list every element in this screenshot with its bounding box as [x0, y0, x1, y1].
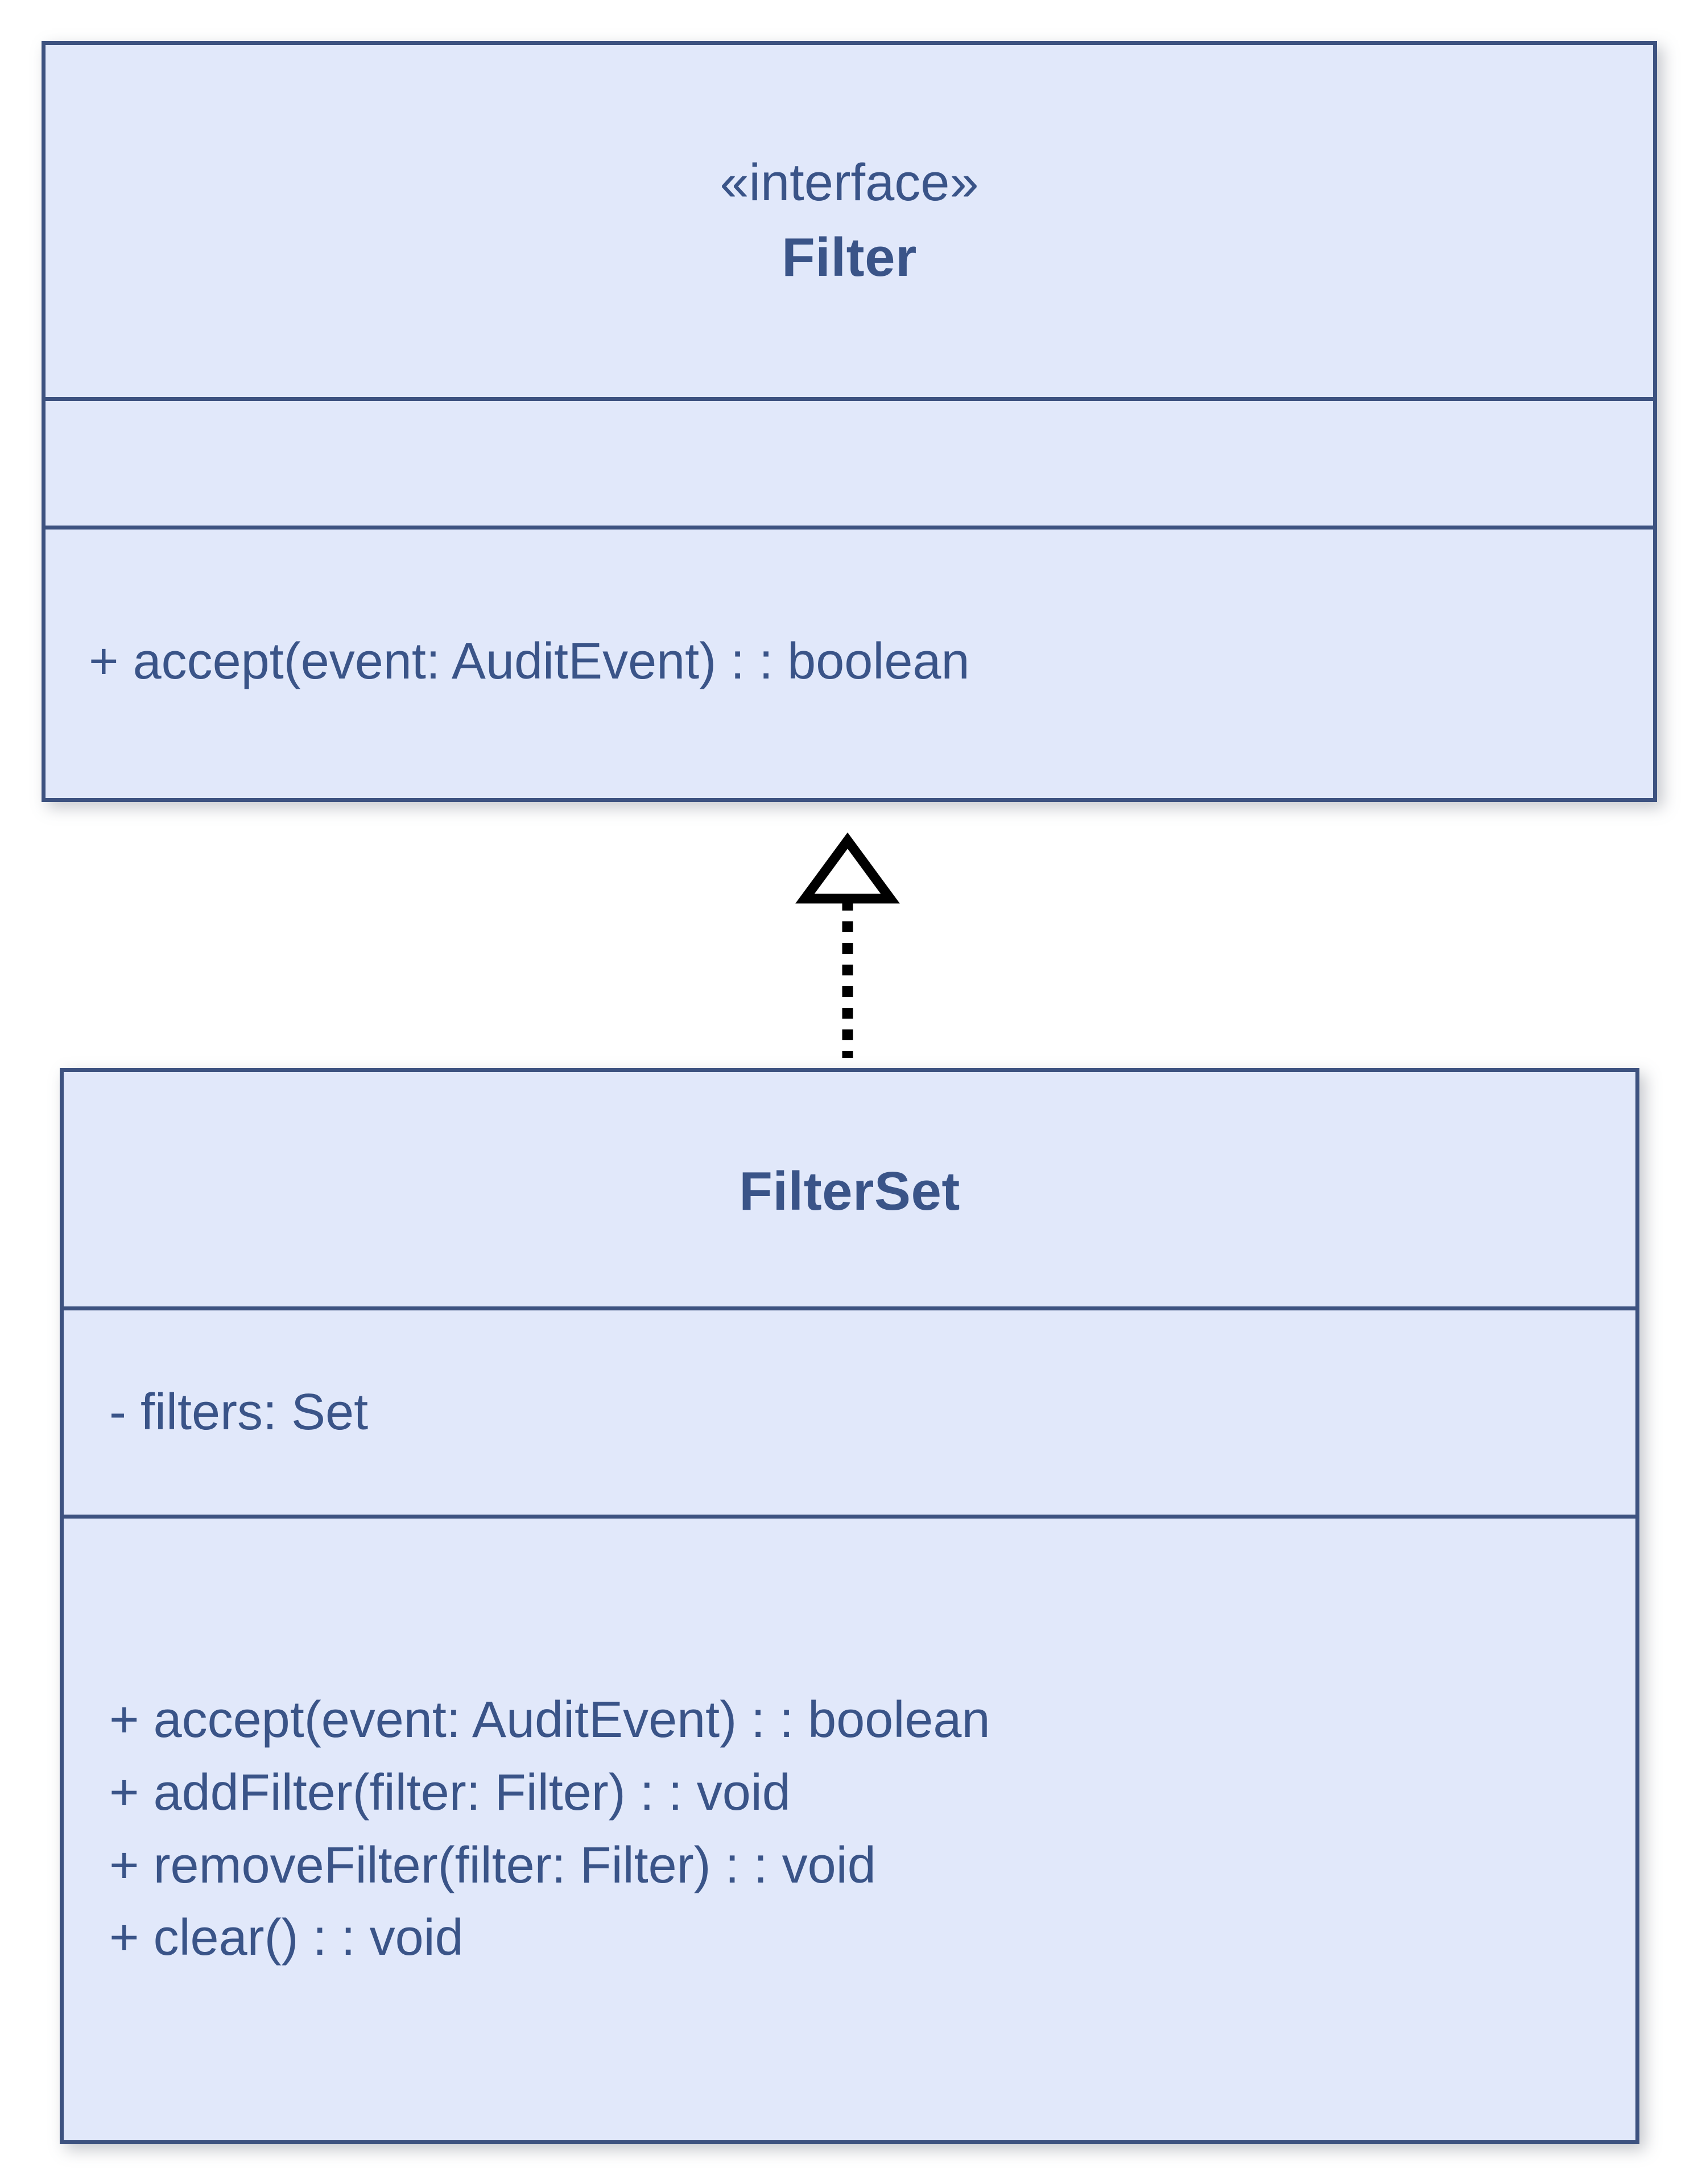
attributes-compartment-filterset: - filters: Set — [64, 1306, 1635, 1515]
operation-line: + clear() : : void — [109, 1909, 464, 1967]
realization-connector — [795, 832, 902, 1064]
class-name-filter: Filter — [782, 227, 917, 288]
hollow-triangle-arrowhead-icon — [795, 832, 900, 904]
operations-compartment-filter: + accept(event: AuditEvent) : : boolean — [46, 526, 1653, 795]
stereotype-label: «interface» — [720, 153, 979, 212]
attribute-line: - filters: Set — [109, 1383, 369, 1441]
operation-line: + accept(event: AuditEvent) : : boolean — [109, 1691, 990, 1748]
class-name-filterset: FilterSet — [739, 1160, 960, 1222]
attributes-compartment-filter — [46, 397, 1653, 526]
operation-line: + addFilter(filter: Filter) : : void — [109, 1764, 791, 1821]
operations-compartment-filterset: + accept(event: AuditEvent) : : boolean … — [64, 1515, 1635, 2140]
realization-arrow-svg — [795, 832, 900, 1058]
class-box-filterset[interactable]: FilterSet - filters: Set + accept(event:… — [60, 1068, 1639, 2144]
operation-line: + accept(event: AuditEvent) : : boolean — [89, 633, 970, 690]
class-header-filterset: FilterSet — [64, 1072, 1635, 1306]
class-box-filter[interactable]: «interface» Filter + accept(event: Audit… — [42, 41, 1657, 802]
class-header-filter: «interface» Filter — [46, 45, 1653, 397]
operation-line: + removeFilter(filter: Filter) : : void — [109, 1836, 876, 1894]
